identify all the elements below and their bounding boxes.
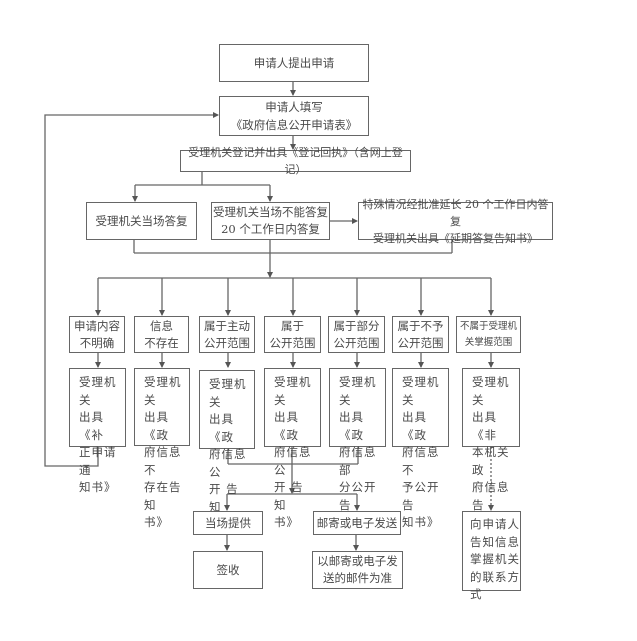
node-res-not-public-label: 受理机关 出具《政 府信息不 予公开告 知书》: [402, 375, 440, 529]
node-cat-not-exist: 信息 不存在: [134, 316, 189, 353]
node-cat-public-label: 属于 公开范围: [269, 318, 316, 350]
node-sign-label: 签收: [216, 562, 240, 577]
node-fill-form-label: 申请人填写 《政府信息公开申请表》: [230, 100, 358, 132]
node-deliver-onsite-label: 当场提供: [205, 515, 251, 530]
node-res-unclear-label: 受理机关 出具《补 正申请通 知书》: [79, 375, 117, 494]
node-cat-partial-label: 属于部分 公开范围: [333, 318, 380, 350]
node-mail-basis: 以邮寄或电子发 送的邮件为准: [312, 551, 403, 589]
node-res-active-label: 受理机关 出具《政 府信息公 开 告 知 书》: [209, 377, 247, 531]
node-sign: 签收: [193, 551, 263, 589]
node-reply-20days: 受理机关当场不能答复 20 个工作日内答复: [211, 202, 330, 240]
connector-feedback-loop: [44, 112, 219, 467]
node-cat-partial: 属于部分 公开范围: [328, 316, 385, 353]
node-res-public-label: 受理机关 出具《政 府信息公 开 告 知 书》: [274, 375, 312, 529]
node-res-not-exist: 受理机关 出具《政 府信息不 存在告知 书》: [134, 368, 190, 529]
node-inform-contact-label: 向申请人 告知信息 掌握机关 的联系方 式: [470, 517, 520, 601]
node-register: 受理机关登记并出具《登记回执》（含网上登记）: [180, 146, 411, 176]
node-reply-20days-label: 受理机关当场不能答复 20 个工作日内答复: [213, 205, 328, 236]
node-cat-active-label: 属于主动 公开范围: [204, 318, 250, 350]
node-res-partial: 受理机关 出具《政 府信息部 分公开告 知书》: [329, 368, 386, 529]
node-mail-basis-label: 以邮寄或电子发 送的邮件为准: [317, 554, 398, 585]
node-cat-unclear: 申请内容 不明确: [69, 316, 125, 353]
node-cat-not-held-label: 不属于受理机 关掌握范围: [459, 320, 517, 348]
node-res-not-held-label: 受理机关 出具《非 本机关政 府信息告 知书》: [472, 375, 510, 529]
node-reply-onsite: 受理机关当场答复: [86, 202, 197, 240]
node-register-label: 受理机关登记并出具《登记回执》（含网上登记）: [188, 146, 403, 176]
node-deliver-mail-label: 邮寄或电子发送: [316, 515, 398, 530]
node-res-active: 受理机关 出具《政 府信息公 开 告 知 书》: [199, 370, 255, 531]
node-cat-active: 属于主动 公开范围: [199, 316, 255, 353]
node-deliver-mail: 邮寄或电子发送: [313, 511, 401, 535]
node-res-not-exist-label: 受理机关 出具《政 府信息不 存在告知 书》: [144, 375, 182, 529]
node-reply-onsite-label: 受理机关当场答复: [95, 213, 188, 228]
node-cat-public: 属于 公开范围: [264, 316, 321, 353]
node-cat-not-public: 属于不予 公开范围: [392, 316, 449, 353]
node-apply-label: 申请人提出申请: [253, 55, 335, 70]
node-reply-extended-label: 特殊情况经批准延长 20 个工作日内答复 受理机关出具《延期答复告知书》: [362, 197, 549, 245]
node-fill-form: 申请人填写 《政府信息公开申请表》: [219, 96, 369, 136]
node-cat-not-public-label: 属于不予 公开范围: [397, 318, 444, 350]
node-res-not-public: 受理机关 出具《政 府信息不 予公开告 知书》: [392, 368, 449, 529]
node-cat-unclear-label: 申请内容 不明确: [74, 318, 120, 350]
node-apply: 申请人提出申请: [219, 44, 369, 82]
node-inform-contact: 向申请人 告知信息 掌握机关 的联系方 式: [462, 511, 521, 601]
node-cat-not-exist-label: 信息 不存在: [144, 318, 179, 350]
node-deliver-onsite: 当场提供: [193, 511, 263, 535]
node-res-partial-label: 受理机关 出具《政 府信息部 分公开告 知书》: [339, 375, 377, 529]
node-reply-extended: 特殊情况经批准延长 20 个工作日内答复 受理机关出具《延期答复告知书》: [358, 198, 553, 245]
node-cat-not-held: 不属于受理机 关掌握范围: [456, 316, 521, 353]
node-res-public: 受理机关 出具《政 府信息公 开 告 知 书》: [264, 368, 321, 529]
node-res-unclear: 受理机关 出具《补 正申请通 知书》: [69, 368, 126, 494]
node-res-not-held: 受理机关 出具《非 本机关政 府信息告 知书》: [462, 368, 520, 529]
